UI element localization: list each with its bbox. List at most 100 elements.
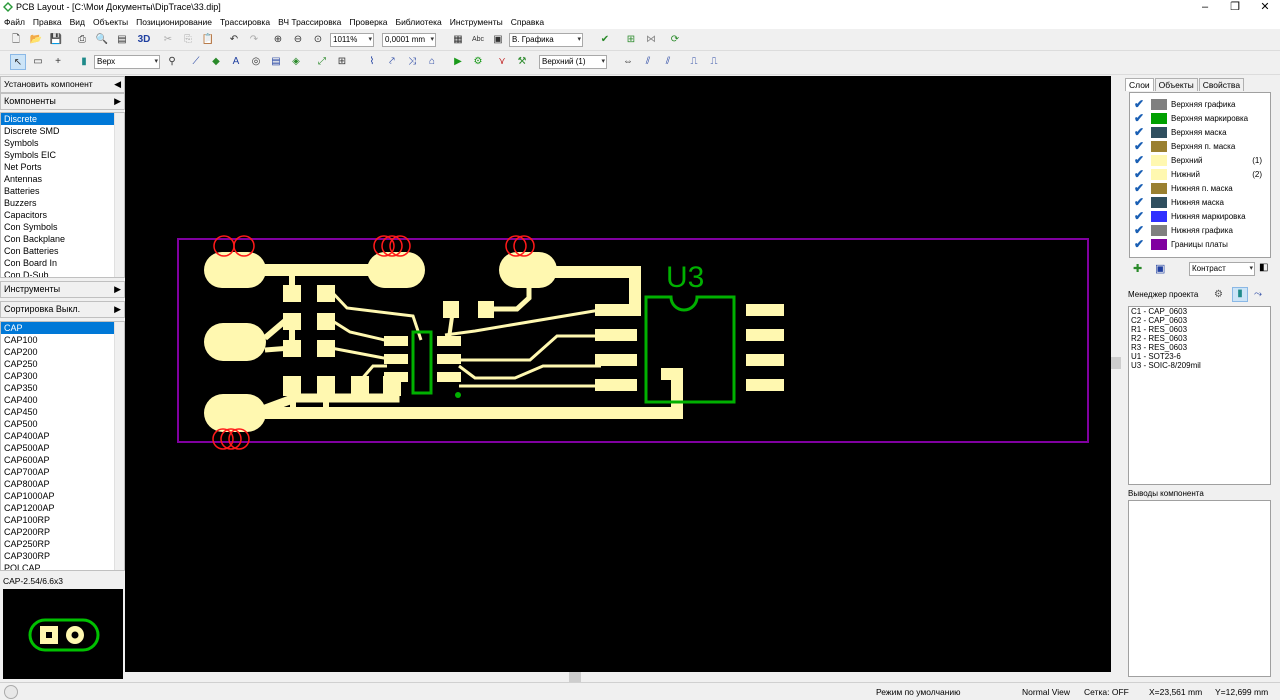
smd-pad[interactable] [317,313,335,330]
tools-header[interactable]: Инструменты▶ [0,281,125,298]
tab-properties[interactable]: Свойства [1198,78,1245,91]
open-folder-icon[interactable]: 📂 [29,34,43,45]
menu-view[interactable]: Вид [69,17,86,27]
part-item[interactable]: CAP500AP [4,443,50,453]
oval-pad[interactable] [204,394,266,432]
run-autoroute-icon[interactable]: ▶ [454,56,462,67]
part-item[interactable]: CAP300RP [4,551,51,561]
part-item[interactable]: CAP100RP [4,515,51,525]
print-preview-icon[interactable]: 🔍 [95,34,109,45]
zoom-fit-icon[interactable]: ⊙ [313,34,323,45]
minimize-button[interactable]: – [1201,1,1209,13]
library-item[interactable]: Batteries [4,186,40,196]
layer-row[interactable]: ✔Верхняя маркировка [1134,111,1249,125]
layer-options-icon[interactable]: ◧ [1259,262,1269,273]
library-item[interactable]: Discrete SMD [4,126,60,136]
part-item[interactable]: CAP1000AP [4,491,55,501]
layer-row[interactable]: ✔Нижняя графика [1134,223,1233,237]
text-tool-icon[interactable]: A [232,56,240,67]
part-item[interactable]: CAP100 [4,335,38,345]
route-trace-icon[interactable]: ⟋ [192,56,200,67]
menu-edit[interactable]: Правка [32,17,62,27]
soic-pad[interactable] [595,329,637,341]
canvas-horizontal-scrollbar[interactable] [125,672,1111,682]
library-item[interactable]: Con D-Sub [4,270,49,278]
trace[interactable] [264,345,292,353]
list-item[interactable]: R2 - RES_0603 [1131,334,1188,343]
menu-objects[interactable]: Объекты [93,17,129,27]
copper-pour-icon[interactable]: ▤ [271,56,281,67]
drc-error-marker[interactable] [228,428,250,450]
drc-error-marker[interactable] [505,235,527,257]
trace[interactable] [265,368,683,419]
sot-pad[interactable] [437,372,461,382]
sort-header[interactable]: Сортировка Выкл.▶ [0,301,125,318]
layer-row[interactable]: ✔Нижний(2) [1134,167,1262,181]
smd-pad[interactable] [283,285,301,302]
part-item[interactable]: CAP250 [4,359,38,369]
export-icon[interactable]: ▤ [117,34,127,45]
manager-settings-icon[interactable]: ⚙ [1214,289,1223,300]
library-item[interactable]: Symbols [4,138,39,148]
net-check-icon[interactable]: ⊞ [626,34,636,45]
menu-verification[interactable]: Проверка [349,17,388,27]
menu-file[interactable]: Файл [4,17,25,27]
sot-pad[interactable] [384,336,408,346]
scroll-thumb[interactable] [1111,357,1121,369]
layer-pair-icon[interactable]: ⫽ [645,56,651,67]
sot-pad[interactable] [437,336,461,346]
part-item[interactable]: POLCAP [4,563,41,571]
menu-rf-route[interactable]: ВЧ Трассировка [278,17,342,27]
checkbox-checked-icon[interactable]: ✔ [1134,125,1145,139]
tab-layers[interactable]: Слои [1125,78,1154,91]
crosshair-icon[interactable]: + [55,56,61,67]
link-icon[interactable]: ⇔ [623,56,633,67]
drc-error-marker[interactable] [513,235,535,257]
drc-error-marker[interactable] [220,428,242,450]
soic-pad[interactable] [595,354,637,366]
checkbox-checked-icon[interactable]: ✔ [1134,237,1145,251]
layer-row[interactable]: ✔Верхняя графика [1134,97,1236,111]
zoom-out-icon[interactable]: ⊖ [293,34,303,45]
drc-error-marker[interactable] [381,235,403,257]
sot-pad[interactable] [384,354,408,364]
soic-pad[interactable] [595,379,637,391]
trace[interactable] [258,393,400,416]
smd-pad[interactable] [317,376,335,396]
trace-mode-icon[interactable]: ⌇ [369,56,375,67]
list-item[interactable]: U1 - SOT23-6 [1131,352,1181,361]
part-item[interactable]: CAP300 [4,371,38,381]
list-item[interactable]: R1 - RES_0603 [1131,325,1188,334]
maximize-button[interactable]: ❐ [1230,1,1240,13]
part-item[interactable]: CAP800AP [4,479,50,489]
smd-pad[interactable] [283,313,301,330]
copy-icon[interactable]: ⎘ [184,34,192,45]
layer-row[interactable]: ✔Границы платы [1134,237,1228,251]
update-icon[interactable]: ⟳ [670,34,680,45]
graphics-layer-combo[interactable]: В. Графика▾ [509,33,583,47]
layer-setup-icon[interactable]: ▦ [453,34,463,45]
library-item[interactable]: Con Board In [4,258,58,268]
menu-route[interactable]: Трассировка [220,17,271,27]
table-icon[interactable]: ⊞ [337,56,347,67]
layer-row[interactable]: ✔Нижняя п. маска [1134,181,1233,195]
oval-pad[interactable] [367,252,425,288]
contrast-combo[interactable]: Контраст▾ [1189,262,1255,276]
library-item[interactable]: Capacitors [4,210,48,220]
drc-error-marker[interactable] [212,428,234,450]
checkbox-checked-icon[interactable]: ✔ [1134,167,1145,181]
zoom-in-icon[interactable]: ⊕ [273,34,283,45]
scroll-thumb[interactable] [569,672,581,682]
layer-combo[interactable]: Верхний (1)▾ [539,55,607,69]
layer-row[interactable]: ✔Верхняя маска [1134,125,1227,139]
smd-pad[interactable] [283,340,301,357]
trace[interactable] [330,346,390,361]
smd-pad[interactable] [317,285,335,302]
library-item[interactable]: Antennas [4,174,43,184]
checkbox-checked-icon[interactable]: ✔ [1134,195,1145,209]
select-cursor-icon[interactable]: ↖ [10,54,26,70]
library-item[interactable]: Con Batteries [4,246,59,256]
paste-icon[interactable]: 📋 [201,34,215,45]
parts-scrollbar[interactable] [114,322,124,570]
library-item[interactable]: Discrete [1,113,124,125]
